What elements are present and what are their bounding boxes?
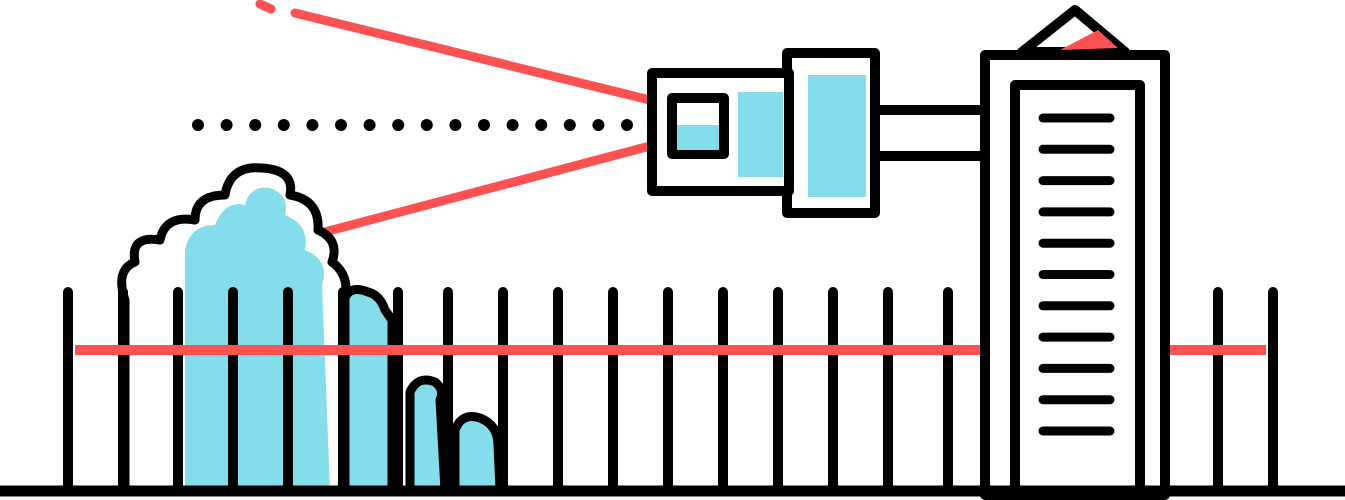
- sight-dot: [420, 119, 433, 131]
- bush-tiny: [450, 412, 505, 495]
- laser-top: [290, 8, 655, 105]
- bush-large-fill: [185, 187, 330, 490]
- camera-lens-fill: [677, 125, 719, 150]
- sight-dot: [220, 119, 233, 131]
- sight-dot: [277, 119, 290, 131]
- sight-dot: [306, 119, 319, 131]
- sight-dot: [592, 119, 605, 131]
- sight-dot: [506, 119, 519, 131]
- sight-dot: [249, 119, 262, 131]
- building-windows: [1038, 113, 1115, 436]
- camera-laser-lines: [255, 0, 655, 243]
- bush-small: [405, 375, 450, 495]
- sight-dot: [335, 119, 347, 131]
- camera-front-fill: [738, 92, 783, 177]
- laser-bottom: [297, 141, 655, 243]
- sight-dot: [192, 119, 204, 131]
- sight-dot: [363, 119, 376, 131]
- sight-dot: [392, 119, 405, 131]
- fence-posts: [63, 287, 1278, 495]
- camera-arm: [868, 105, 990, 161]
- sight-dot: [478, 119, 490, 131]
- bush-medium: [340, 285, 397, 495]
- roof-red-fill: [1060, 30, 1118, 50]
- laser-dash: [255, 0, 276, 14]
- sight-dot: [621, 119, 633, 131]
- camera-body-fill: [808, 75, 866, 197]
- security-camera: [647, 48, 990, 218]
- sight-dot: [563, 119, 576, 131]
- sight-dot: [449, 119, 462, 131]
- sight-dot: [535, 119, 548, 131]
- dotted-sight-line: [192, 119, 633, 131]
- building: [980, 5, 1170, 500]
